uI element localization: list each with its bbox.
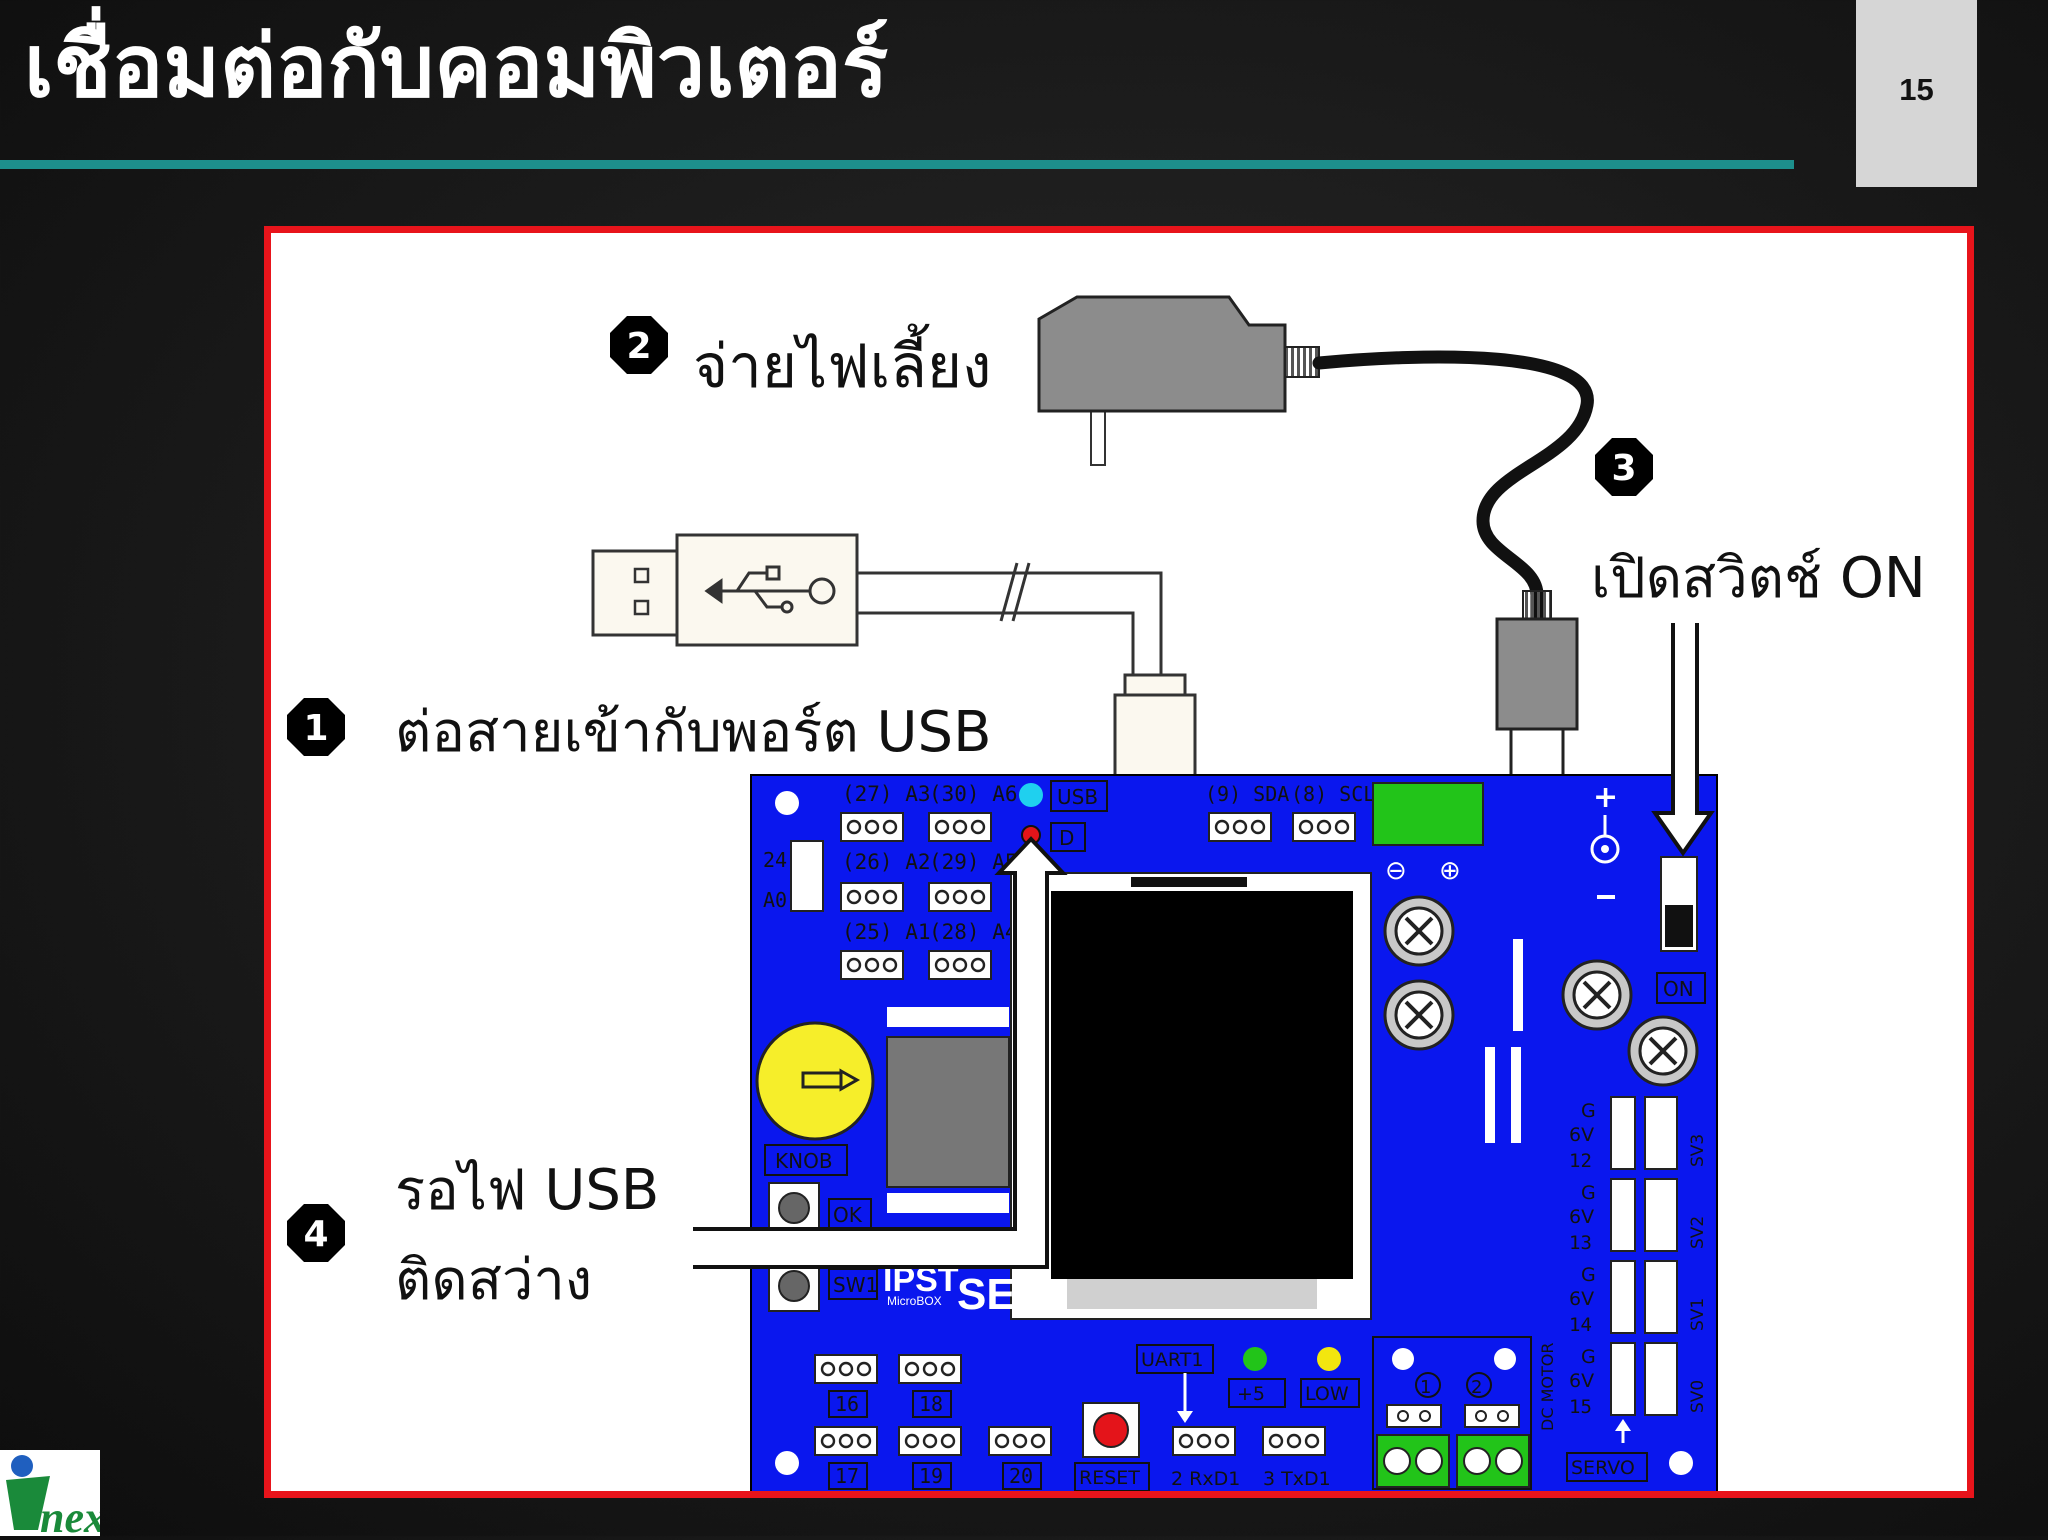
step-4-line2: ติดสว่าง <box>395 1248 592 1313</box>
uart-label: UART1 <box>1141 1349 1203 1371</box>
header-label-a1: (25) A1 <box>842 920 931 944</box>
servo-row-sv3: G 6V 12 SV3 <box>1569 1096 1708 1172</box>
step-1-number: 1 <box>303 708 328 749</box>
step-1: 1 ต่อสายเข้ากับพอร์ต USB <box>287 698 992 765</box>
header-label-a3: (27) A3 <box>842 782 931 806</box>
power-plus-label: ⊕ <box>1439 856 1461 886</box>
motor-channel-1: 1 <box>1420 1377 1431 1398</box>
port-17-label: 17 <box>835 1464 859 1488</box>
brand-sub: MicroBOX <box>887 1294 942 1308</box>
servo-pin-label: 15 <box>1569 1396 1592 1418</box>
servo-row-sv0: G 6V 15 SV0 <box>1569 1342 1708 1418</box>
rx-label: 2 RxD1 <box>1171 1468 1240 1490</box>
servo-pin-label: 13 <box>1569 1232 1592 1254</box>
servo-g-label: G <box>1581 1100 1596 1122</box>
reset-button <box>1093 1412 1129 1448</box>
step-3-text: เปิดสวิตช์ ON <box>1591 546 1926 611</box>
servo-6v-label: 6V <box>1569 1124 1594 1146</box>
plus5-label: +5 <box>1237 1383 1265 1405</box>
connection-diagram: (27) A3 (30) A6 (26) A2 (29) A5 (25) A1 … <box>264 226 1974 1498</box>
dc-motor-block: 1 2 DC MOTOR <box>1372 1336 1557 1490</box>
servo-g-label: G <box>1581 1182 1596 1204</box>
usb-icon <box>704 565 836 614</box>
servo-row-sv2: G 6V 13 SV2 <box>1569 1178 1708 1254</box>
brand-model: SE <box>957 1270 1016 1319</box>
side-header-number: 24 <box>763 848 787 872</box>
servo-g-label: G <box>1581 1264 1596 1286</box>
connection-diagram-svg: (27) A3 (30) A6 (26) A2 (29) A5 (25) A1 … <box>287 295 1926 1491</box>
servo-pin-label: 12 <box>1569 1150 1592 1172</box>
header-label-a2: (26) A2 <box>842 850 931 874</box>
inex-logo: nex <box>0 1450 106 1540</box>
inex-logo-mark: nex <box>6 1455 106 1540</box>
page-number-box: 15 <box>1856 0 1977 187</box>
port-20-label: 20 <box>1009 1464 1033 1488</box>
d-label: D <box>1059 826 1074 850</box>
title-underline <box>0 160 1794 169</box>
sw1-label: SW1 <box>833 1273 878 1297</box>
knob-label: KNOB <box>775 1149 833 1173</box>
step-2-number: 2 <box>626 326 651 367</box>
power-cable <box>1312 350 1594 626</box>
usb-status-led <box>1019 783 1043 807</box>
slide-title: เชื่อมต่อกับคอมพิวเตอร์ <box>24 17 889 117</box>
servo-row-sv1: G 6V 14 SV1 <box>1569 1260 1708 1336</box>
power-minus-label: ⊖ <box>1385 856 1407 886</box>
low-label: LOW <box>1305 1383 1349 1405</box>
port-18-label: 18 <box>919 1392 943 1416</box>
port-16-label: 16 <box>835 1392 859 1416</box>
analog-headers: (27) A3 (30) A6 (26) A2 (29) A5 (25) A1 … <box>763 782 1018 981</box>
motor-label: DC MOTOR <box>1538 1343 1557 1431</box>
usb-led-arrow <box>693 836 1068 1269</box>
servo-name-label: SV3 <box>1688 1134 1708 1167</box>
servo-block: G 6V 12 SV3 G 6V 13 SV2 G 6V 14 SV1 <box>1566 1096 1708 1482</box>
motor-channel-2: 2 <box>1471 1377 1482 1398</box>
tx-label: 3 TxD1 <box>1263 1468 1331 1490</box>
step-3: 3 เปิดสวิตช์ ON <box>1591 438 1926 611</box>
step-4-number: 4 <box>303 1214 328 1255</box>
reset-label: RESET <box>1079 1467 1140 1489</box>
sda-label: (9) SDA <box>1205 782 1289 806</box>
knob <box>755 1021 875 1141</box>
servo-6v-label: 6V <box>1569 1206 1594 1228</box>
step-4: 4 รอไฟ USB ติดสว่าง <box>287 1158 659 1313</box>
servo-name-label: SV1 <box>1688 1298 1708 1331</box>
svg-text:+: + <box>1593 780 1618 815</box>
step-2: 2 จ่ายไฟเลี้ยง <box>610 316 991 402</box>
logo-text: nex <box>40 1493 100 1536</box>
usb-label: USB <box>1057 785 1098 809</box>
page-number: 15 <box>1899 72 1934 107</box>
ic-chip <box>886 1007 1010 1213</box>
port-19-label: 19 <box>919 1464 943 1488</box>
servo-pin-label: 14 <box>1569 1314 1592 1336</box>
side-header-name: A0 <box>763 888 787 912</box>
power-led <box>1243 1347 1267 1371</box>
ok-label: OK <box>833 1203 863 1227</box>
scl-label: (8) SCL <box>1291 782 1375 806</box>
servo-6v-label: 6V <box>1569 1288 1594 1310</box>
servo-name-label: SV2 <box>1688 1216 1708 1249</box>
power-terminal <box>1372 782 1484 846</box>
step-4-line1: รอไฟ USB <box>395 1158 659 1223</box>
power-adapter <box>1037 295 1320 466</box>
step-1-text: ต่อสายเข้ากับพอร์ต USB <box>395 700 992 765</box>
step-3-number: 3 <box>1611 448 1636 489</box>
step-2-text: จ่ายไฟเลี้ยง <box>693 323 991 402</box>
servo-label: SERVO <box>1571 1457 1635 1479</box>
servo-6v-label: 6V <box>1569 1370 1594 1392</box>
servo-g-label: G <box>1581 1346 1596 1368</box>
switch-arrow <box>1651 623 1715 857</box>
ipst-se-board: (27) A3 (30) A6 (26) A2 (29) A5 (25) A1 … <box>750 774 1718 1491</box>
header-label-a4: (28) A4 <box>929 920 1018 944</box>
low-battery-led <box>1317 1347 1341 1371</box>
servo-name-label: SV0 <box>1688 1380 1708 1413</box>
on-label: ON <box>1663 977 1694 1001</box>
header-label-a6: (30) A6 <box>929 782 1018 806</box>
